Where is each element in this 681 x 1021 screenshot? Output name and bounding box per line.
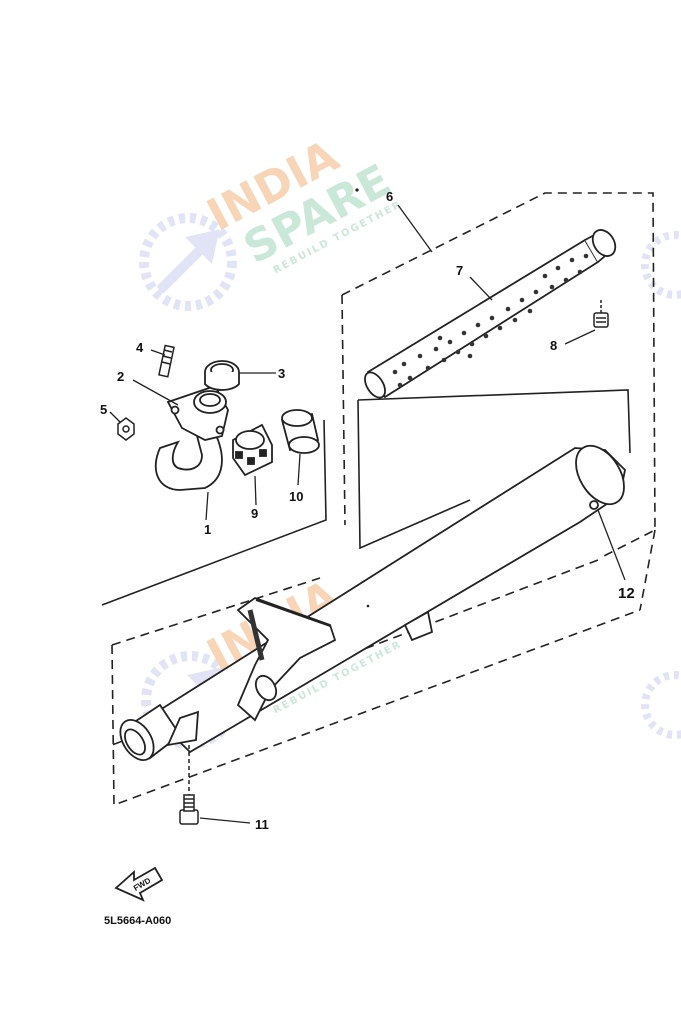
ring-nut — [232, 423, 273, 477]
perforation-holes — [392, 253, 589, 388]
callout-6: 6 — [386, 189, 393, 204]
callout-9: 9 — [251, 506, 258, 521]
muffler-body — [119, 444, 626, 761]
muffler-mount-bolt — [179, 745, 199, 825]
callout-2: 2 — [117, 369, 124, 384]
callout-5: 5 — [100, 402, 107, 417]
joint-collar — [280, 409, 320, 454]
inner-perforated-pipe — [364, 229, 617, 399]
diagram-part-code: 5L5664-A060 — [104, 915, 171, 927]
callout-10: 10 — [289, 489, 303, 504]
front-group-outline — [101, 419, 327, 606]
assembly-outline-lower — [111, 529, 656, 807]
callout-11: 11 — [255, 817, 269, 832]
tail-pipe-screw — [593, 300, 609, 328]
exhaust-header-pipe — [154, 384, 229, 491]
callout-8: 8 — [550, 338, 557, 353]
callout-12: 12 — [618, 585, 635, 602]
fwd-arrow-icon: FWD — [114, 866, 164, 902]
callout-1: 1 — [204, 522, 211, 537]
watermark-icon — [139, 213, 237, 311]
watermark-top: INDIA SPARE REBUILD TOGETHER — [139, 131, 681, 311]
tail-pipe-box — [357, 389, 631, 550]
leader-lines — [109, 204, 626, 824]
stud-bolt — [158, 344, 175, 378]
callout-3: 3 — [278, 366, 285, 381]
flange-nut — [117, 417, 135, 441]
callout-7: 7 — [456, 263, 463, 278]
callouts: 1 2 3 4 5 6 7 8 9 10 11 12 — [100, 189, 635, 832]
callout-4: 4 — [136, 340, 144, 355]
exhaust-gasket — [204, 360, 240, 391]
